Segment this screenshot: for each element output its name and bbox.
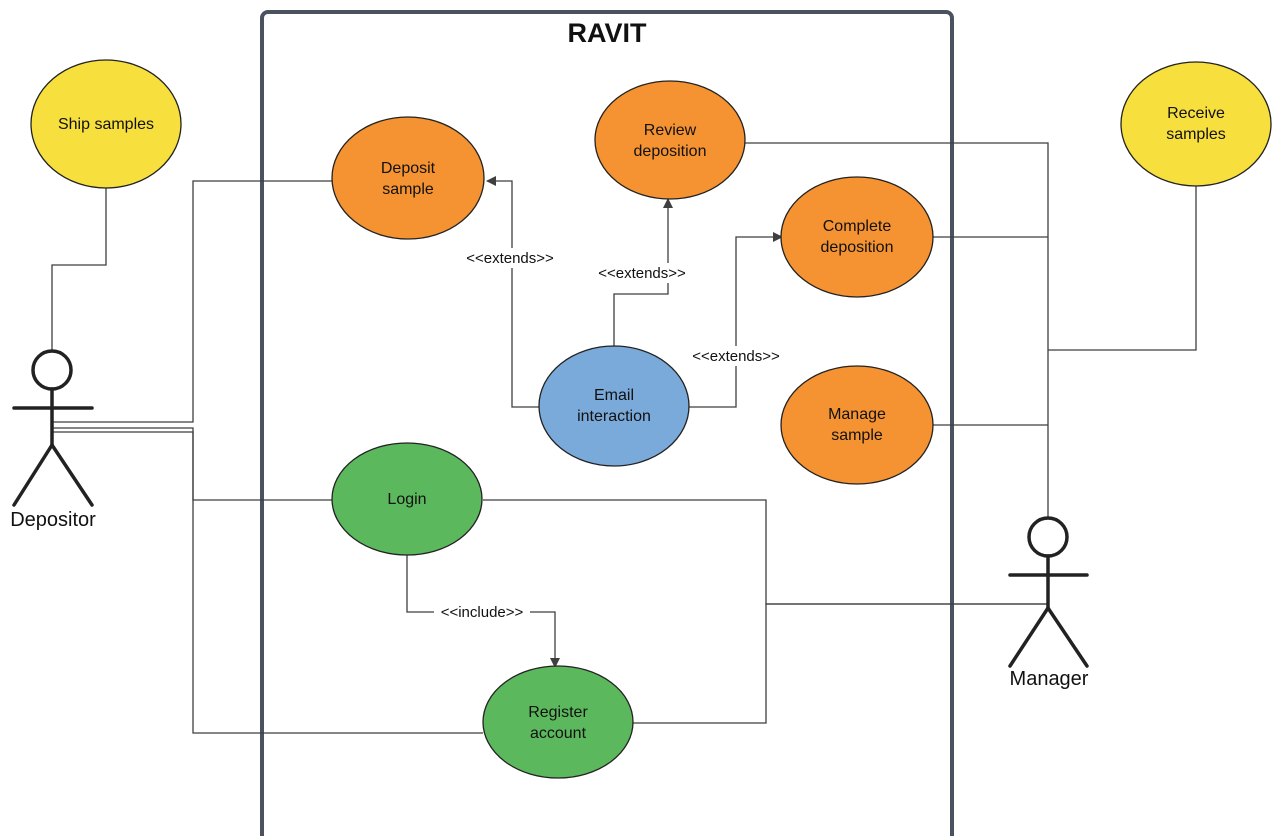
use-case-login-label: Login (387, 491, 426, 508)
use-case-register-account-label-2: account (530, 725, 587, 742)
line-manager-register (633, 603, 1048, 724)
system-boundary (260, 10, 954, 836)
use-case-manage-sample-label-2: sample (831, 427, 883, 444)
use-case-manage-sample[interactable]: Manage sample (780, 365, 934, 485)
use-case-ship-samples-label: Ship samples (58, 116, 154, 133)
use-case-manage-sample-label-1: Manage (828, 406, 886, 423)
arrow-extends-complete (689, 232, 783, 408)
connectors (51, 142, 1197, 734)
use-case-receive-samples-label-2: samples (1166, 126, 1226, 143)
line-manager-receive (1048, 186, 1197, 351)
use-case-register-account-label-1: Register (528, 704, 588, 721)
use-case-review-deposition-label-1: Review (644, 122, 697, 139)
use-case-register-account[interactable]: Register account (482, 665, 634, 779)
actor-manager-right-leg (1046, 606, 1089, 668)
use-case-receive-samples[interactable]: Receive samples (1120, 61, 1272, 187)
line-manager-login (483, 499, 1048, 605)
actor-depositor[interactable]: Depositor (10, 349, 96, 531)
use-case-deposit-sample-label-1: Deposit (381, 160, 436, 177)
use-case-deposit-sample[interactable]: Deposit sample (331, 116, 485, 240)
use-case-complete-deposition-label-1: Complete (823, 218, 892, 235)
label-include-register: <<include>> (441, 604, 524, 621)
line-depositor-ship-samples (51, 188, 107, 350)
line-depositor-deposit-sample (52, 180, 332, 423)
use-case-ship-samples[interactable]: Ship samples (30, 59, 182, 189)
use-case-email-interaction-label-2: interaction (577, 408, 651, 425)
label-extends-review: <<extends>> (598, 265, 686, 282)
actor-manager-head (1027, 516, 1069, 558)
relation-labels: <<extends>> <<extends>> <<extends>> <<in… (434, 248, 788, 622)
line-manager-review (744, 142, 1049, 518)
use-case-complete-deposition[interactable]: Complete deposition (780, 176, 934, 298)
label-extends-deposit: <<extends>> (466, 250, 554, 267)
label-extends-complete: <<extends>> (692, 348, 780, 365)
line-depositor-login (52, 427, 332, 501)
use-case-email-interaction[interactable]: Email interaction (538, 345, 690, 467)
actor-manager-label: Manager (1010, 668, 1089, 690)
use-case-email-interaction-label-1: Email (594, 387, 634, 404)
actor-depositor-head (31, 349, 73, 391)
system-title: RAVIT (568, 18, 648, 48)
use-case-review-deposition[interactable]: Review deposition (594, 80, 746, 200)
actor-manager[interactable]: Manager (1008, 516, 1089, 690)
use-case-login[interactable]: Login (331, 442, 483, 556)
use-case-receive-samples-label-1: Receive (1167, 105, 1225, 122)
use-case-review-deposition-label-2: deposition (634, 143, 707, 160)
actor-depositor-right-leg (50, 443, 94, 507)
use-case-deposit-sample-label-2: sample (382, 181, 434, 198)
actor-depositor-label: Depositor (10, 509, 96, 531)
use-case-complete-deposition-label-2: deposition (821, 239, 894, 256)
arrow-extends-deposit (486, 176, 539, 408)
actor-manager-left-leg (1008, 606, 1050, 668)
arrow-extends-review (613, 198, 673, 353)
actor-depositor-left-leg (12, 443, 54, 507)
line-depositor-register (52, 431, 483, 734)
